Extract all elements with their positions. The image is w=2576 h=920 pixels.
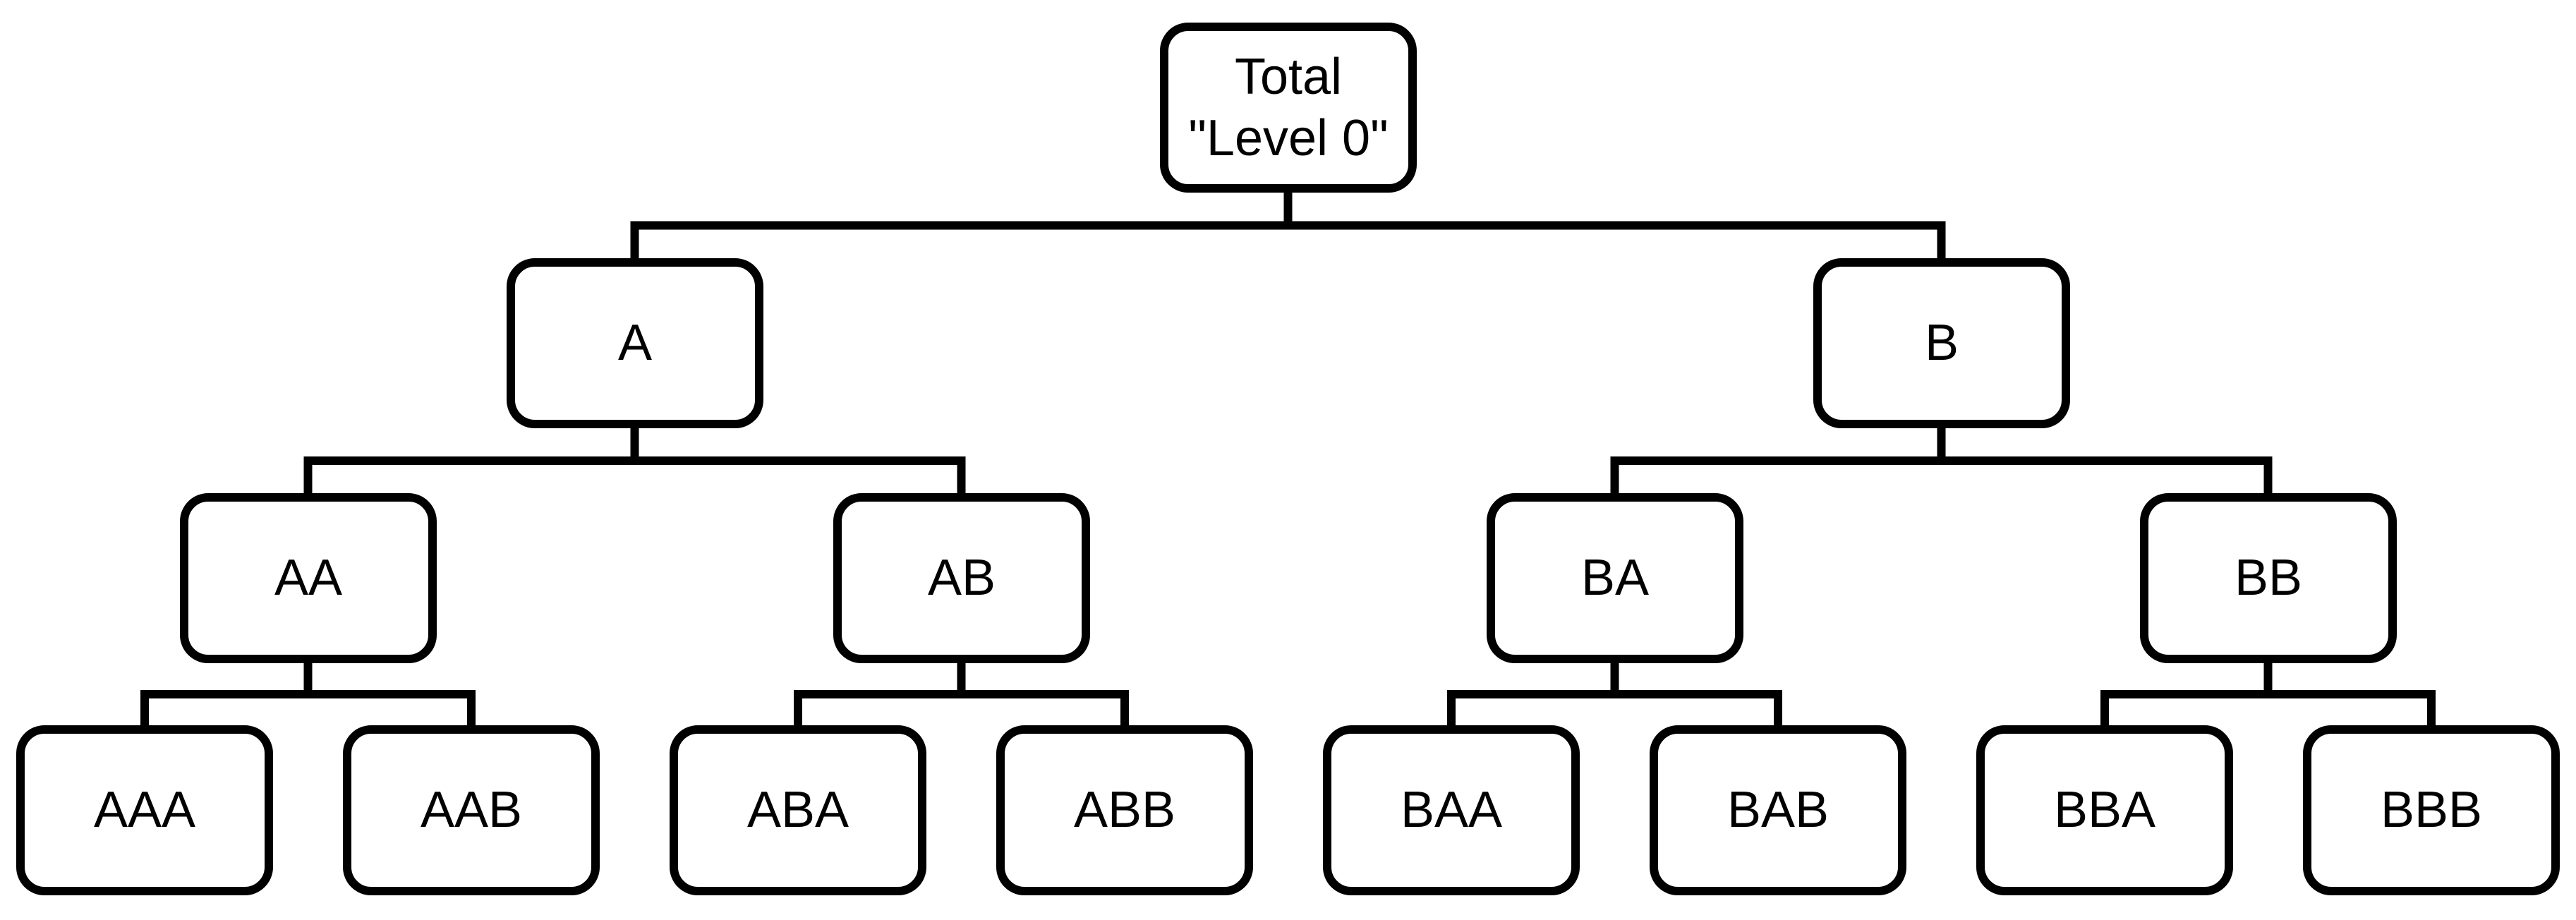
node-aa: AA: [180, 493, 437, 663]
connector-b: [1610, 427, 2273, 495]
node-label: ABB: [1073, 782, 1176, 839]
connector-ab: [794, 662, 1129, 727]
node-bbb: BBB: [2303, 725, 2560, 895]
node-label: BBA: [2053, 782, 2156, 839]
node-label: BA: [1580, 550, 1650, 607]
node-ba: BA: [1487, 493, 1743, 663]
connector-bb: [2100, 662, 2436, 727]
node-aba: ABA: [670, 725, 926, 895]
node-abb: ABB: [996, 725, 1253, 895]
node-total: Total"Level 0": [1160, 23, 1417, 193]
node-label: Total: [1234, 49, 1343, 106]
node-label: B: [1924, 315, 1959, 372]
node-bb: BB: [2140, 493, 2397, 663]
node-label: AB: [927, 550, 996, 607]
node-ab: AB: [833, 493, 1090, 663]
node-label: AAA: [93, 782, 196, 839]
node-label: "Level 0": [1188, 109, 1389, 167]
node-aaa: AAA: [16, 725, 273, 895]
node-baa: BAA: [1323, 725, 1580, 895]
node-label: AA: [274, 550, 343, 607]
connector-aa: [140, 662, 476, 727]
connector-ba: [1447, 662, 1782, 727]
node-aab: AAB: [343, 725, 600, 895]
node-b: B: [1813, 258, 2070, 428]
node-label: A: [617, 315, 653, 372]
connector-a: [303, 427, 966, 495]
node-label: BAA: [1400, 782, 1503, 839]
node-label: BBB: [2380, 782, 2483, 839]
node-a: A: [507, 258, 763, 428]
node-label: ABA: [746, 782, 849, 839]
node-label: BAB: [1727, 782, 1830, 839]
node-bba: BBA: [1976, 725, 2233, 895]
node-label: AAB: [420, 782, 523, 839]
node-label: BB: [2234, 550, 2303, 607]
connector-total: [630, 191, 1946, 260]
node-bab: BAB: [1650, 725, 1906, 895]
